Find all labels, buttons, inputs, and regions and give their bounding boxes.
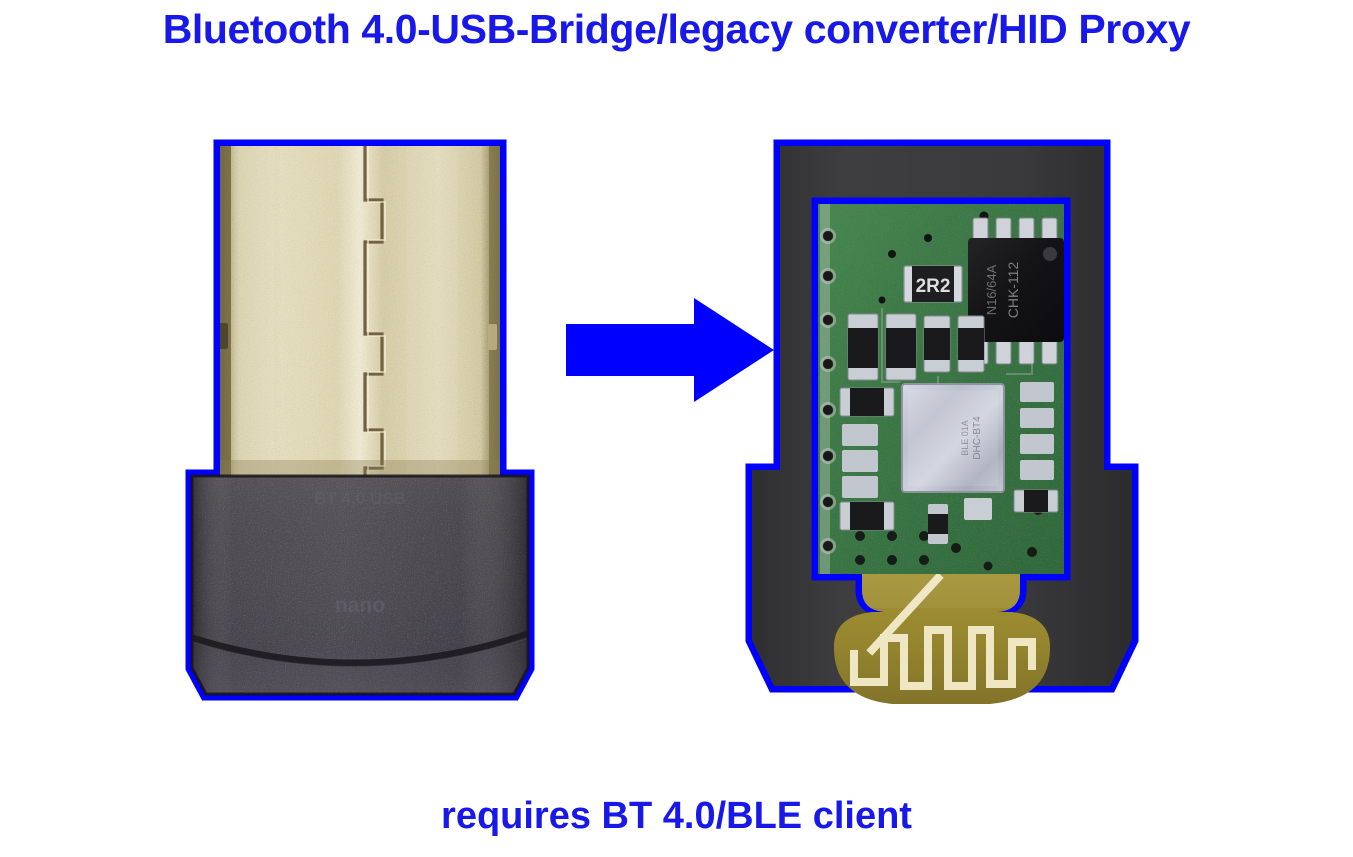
plastic-housing: BT 4.0 USB nano <box>192 476 528 694</box>
shield-can-module: DHC-BT4 BLE 01A <box>901 383 1005 493</box>
module-marking-2: BLE 01A <box>960 420 970 456</box>
ic-marking-line2: N16/64A <box>984 264 999 315</box>
page-title: Bluetooth 4.0-USB-Bridge/legacy converte… <box>162 6 1191 52</box>
pcb-board: CHK-112 N16/64A 2R2 <box>818 204 1064 610</box>
inductor-2r2: 2R2 <box>903 265 963 303</box>
footer-note: requires BT 4.0/BLE client <box>441 795 912 837</box>
smd-cluster-upper-left <box>847 313 917 381</box>
housing-edge <box>190 474 530 696</box>
arrow-right-icon <box>566 298 774 402</box>
housing-embossed-text-2: nano <box>335 594 385 617</box>
transformation-arrow <box>566 298 774 402</box>
figure-usb-dongle-interior: CHK-112 N16/64A 2R2 <box>732 138 1152 714</box>
smd-column-left <box>839 387 895 531</box>
inductor-marking: 2R2 <box>916 276 951 297</box>
figure-usb-dongle-exterior: BT 4.0 USB nano <box>170 138 590 714</box>
smd-antenna-feed <box>928 498 992 544</box>
pcb-antenna <box>833 574 1051 704</box>
shell-detent-left <box>220 323 228 349</box>
smd-column-right <box>1013 382 1059 513</box>
shell-detent-right <box>488 324 497 350</box>
antenna-meander-trace <box>850 626 1036 690</box>
housing-embossed-text: BT 4.0 USB <box>314 489 406 508</box>
housing-parting-line <box>192 630 528 667</box>
module-marking: DHC-BT4 <box>972 416 983 460</box>
smd-cluster-upper-mid <box>923 315 985 373</box>
ic-marking-line1: CHK-112 <box>1005 262 1021 319</box>
usb-metal-shell <box>220 146 500 476</box>
